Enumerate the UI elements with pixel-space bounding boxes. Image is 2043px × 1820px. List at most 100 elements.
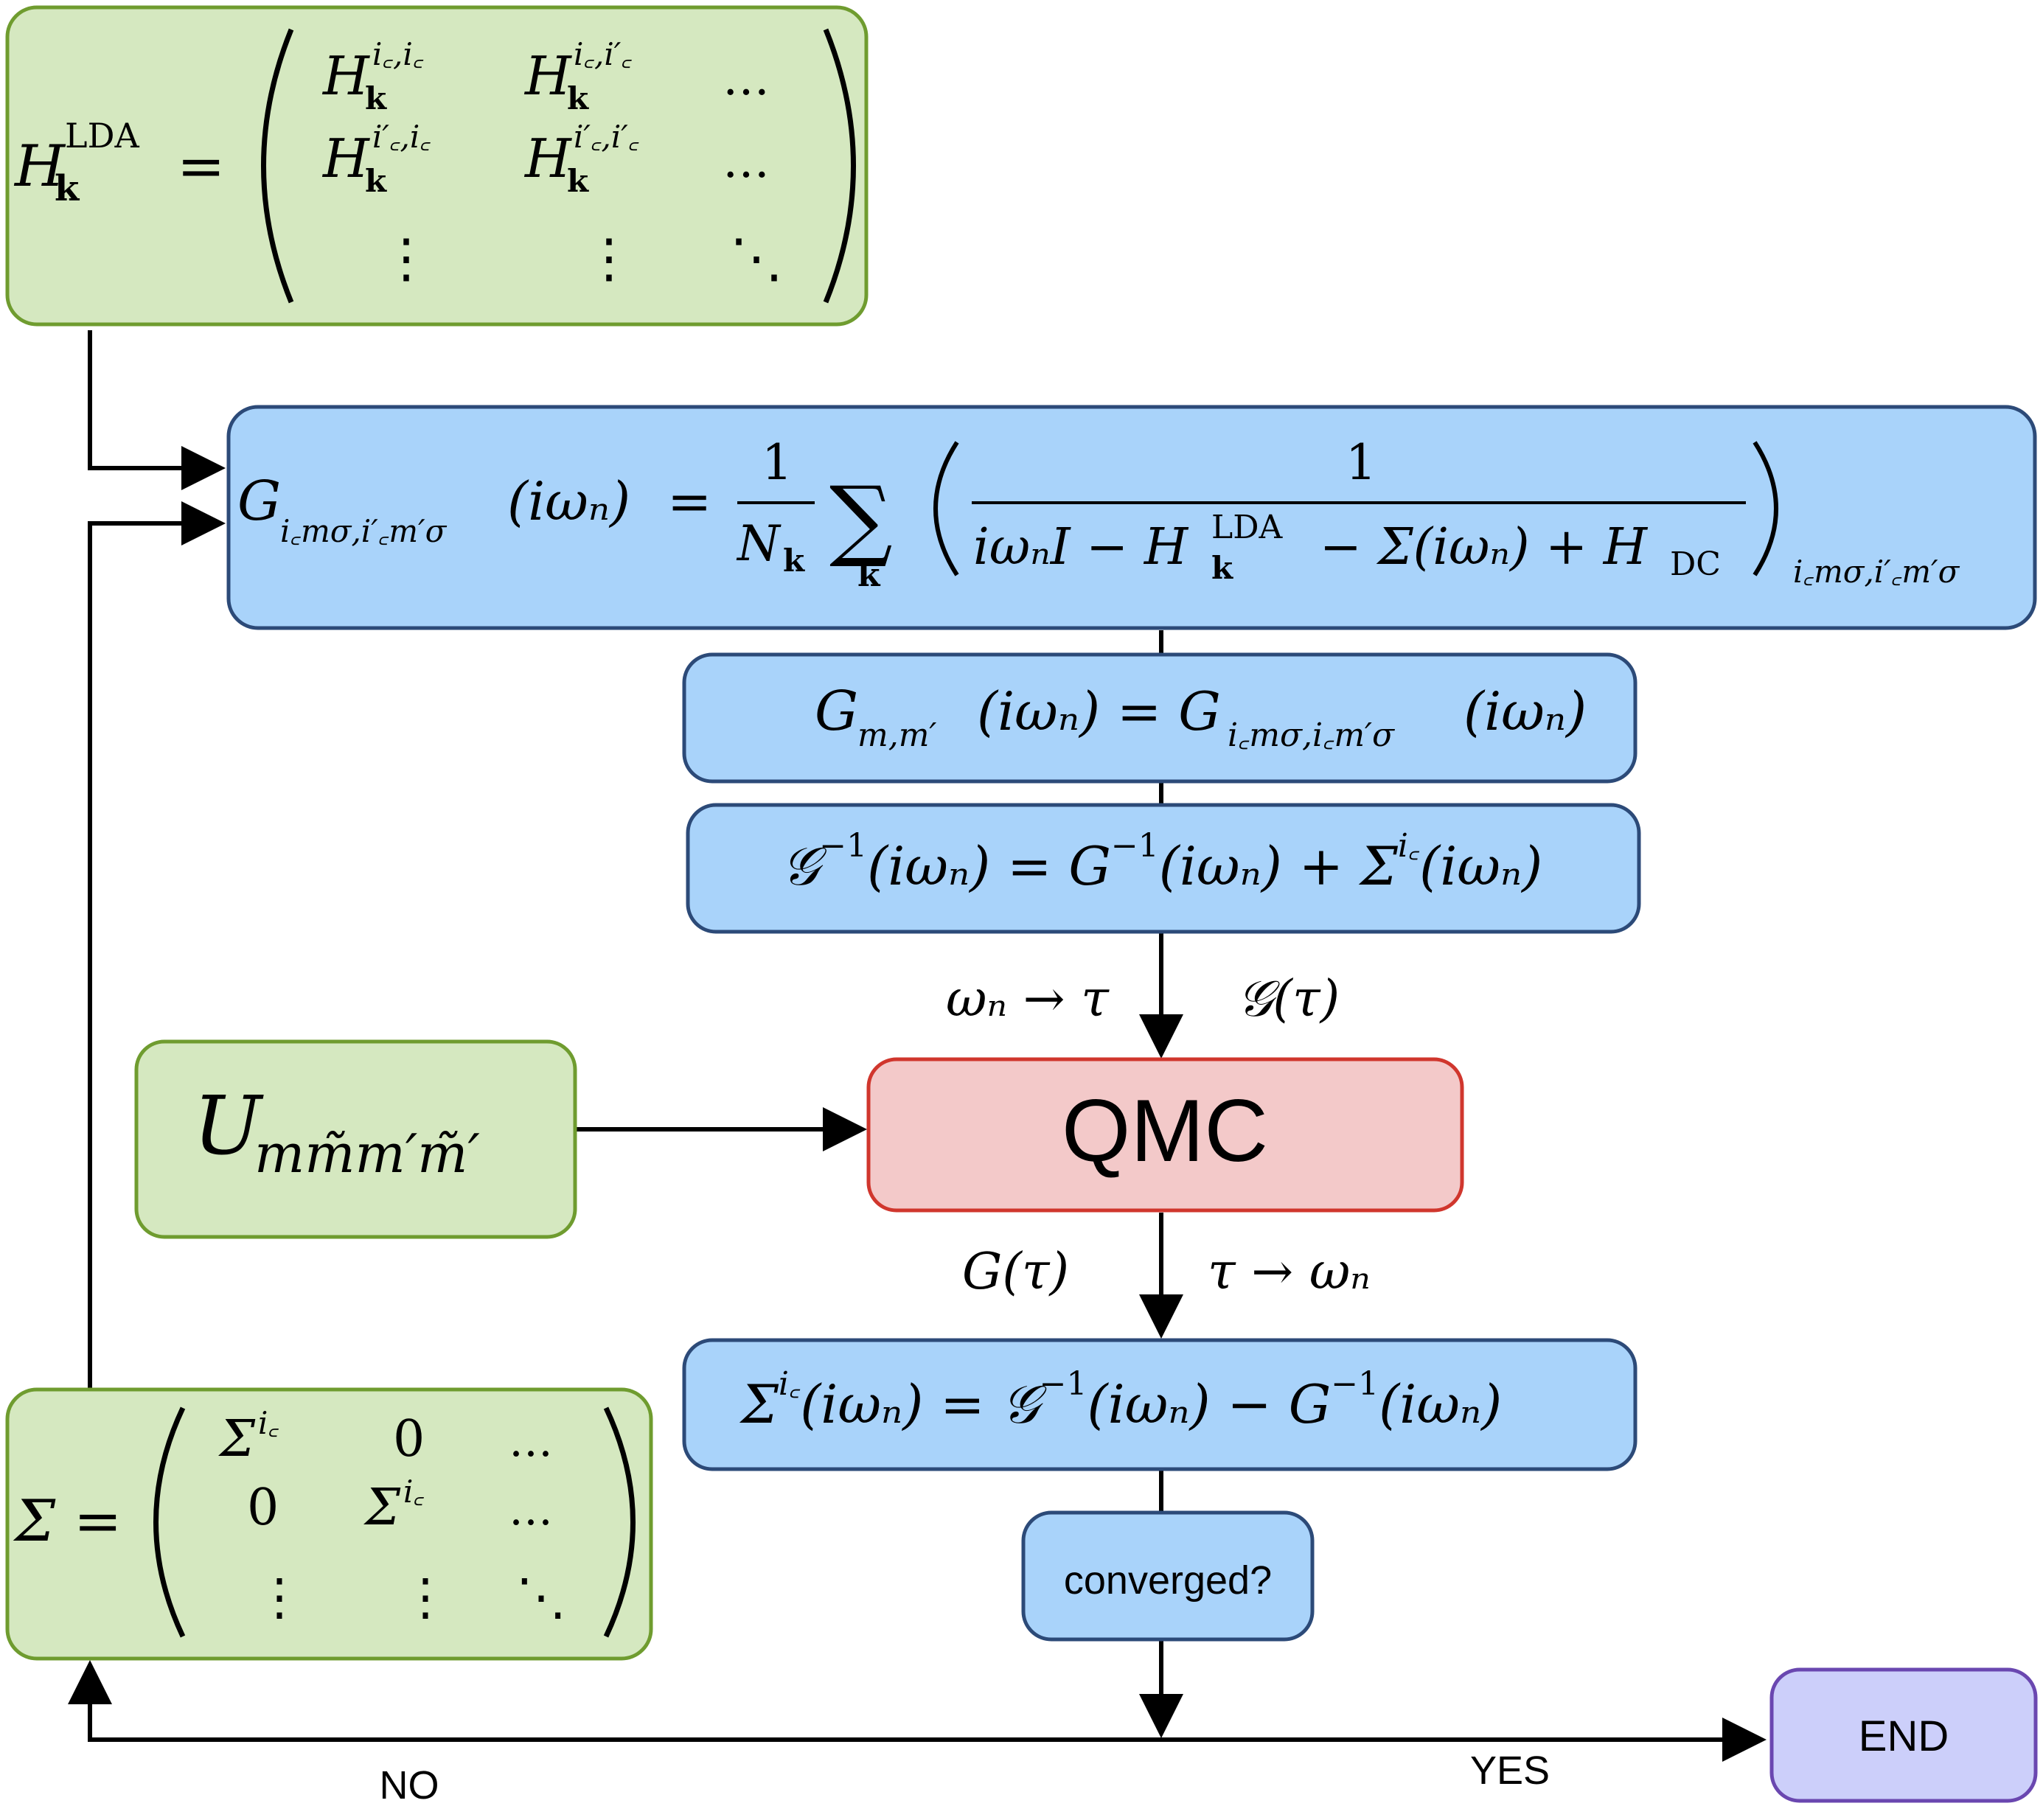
sigma-matrix-box: Σ = Σ i꜀ 0 … 0 Σ i꜀ … ⋮ ⋮ ⋱ xyxy=(5,1387,653,1661)
sigma-imp-d: (iωₙ) xyxy=(1379,1373,1502,1435)
converged-box: converged? xyxy=(1021,1510,1315,1642)
h-lda-m13: … xyxy=(723,52,770,106)
arrow-hlda-to-glattice xyxy=(88,330,226,490)
h-lda-m12-sup: i꜀,i′꜀ xyxy=(574,36,632,72)
g-bath-b: (iωₙ) = G xyxy=(867,835,1111,897)
g-local-box: G m,m′ (iωₙ) = G i꜀mσ,i꜀m′σ (iωₙ) xyxy=(682,652,1637,784)
converged-label: converged? xyxy=(1064,1558,1272,1603)
end-box: END xyxy=(1769,1667,2038,1803)
h-lda-m33: ⋱ xyxy=(730,227,783,289)
g-lattice-left-paren xyxy=(933,441,959,576)
h-lda-m11-sup: i꜀,i꜀ xyxy=(372,36,424,72)
g-lattice-lhs-arg: (iωₙ) xyxy=(507,470,630,532)
sigma-matrix-m23: … xyxy=(509,1484,553,1535)
sigma-matrix-left-paren xyxy=(153,1406,186,1638)
g-lattice-frac1-num: 1 xyxy=(762,434,793,491)
h-lda-box-bg xyxy=(5,5,869,327)
arrow-sigma-to-glattice xyxy=(88,501,226,1390)
g-local-lhs-sub: m,m′ xyxy=(857,717,936,754)
sigma-imp-b: (iωₙ) = 𝒢 xyxy=(800,1373,1047,1435)
sigma-matrix-m12: 0 xyxy=(393,1410,425,1468)
g-lattice-frac1-den: N xyxy=(736,515,782,572)
g-lattice-inner-den-dc: DC xyxy=(1670,545,1721,583)
h-lda-m21-sub: k xyxy=(365,163,387,199)
h-lda-lhs-sub: k xyxy=(55,168,80,209)
sigma-imp-box: Σi꜀(iωₙ) = 𝒢−1(iωₙ) − G−1(iωₙ) xyxy=(682,1338,1637,1471)
connectors xyxy=(68,330,1767,1762)
label-yes: YES xyxy=(1470,1748,1550,1793)
g-bath-box-bg xyxy=(686,803,1641,934)
h-lda-m32: ⋮ xyxy=(582,227,636,289)
g-bath-box: 𝒢−1(iωₙ) = G−1(iωₙ) + Σi꜀(iωₙ) xyxy=(686,803,1641,934)
g-local-lhs-arg: (iωₙ) = G xyxy=(977,680,1221,742)
g-lattice-inner-den-sup: LDA xyxy=(1211,509,1283,546)
svg-text:HLDA: HLDA xyxy=(13,116,139,200)
label-no: NO xyxy=(380,1763,439,1807)
end-box-bg xyxy=(1769,1667,2038,1803)
h-lda-m21-sup: i′꜀,i꜀ xyxy=(372,119,431,155)
sigma-imp-b-sup: −1 xyxy=(1040,1365,1087,1403)
sigma-imp-a-sup: i꜀ xyxy=(779,1365,801,1403)
g-lattice-inner-den-b: − Σ(iωₙ) + H xyxy=(1320,518,1649,576)
h-lda-m21: H xyxy=(321,128,370,189)
h-lda-m22-sup: i′꜀,i′꜀ xyxy=(574,119,639,155)
g-bath-b-sup: −1 xyxy=(1111,827,1159,865)
g-bath-c-sup: i꜀ xyxy=(1398,827,1420,865)
converged-box-bg xyxy=(1021,1510,1315,1642)
g-lattice-inner-den-sub: k xyxy=(1211,550,1233,586)
h-lda-left-paren xyxy=(261,28,294,304)
arrow-no-to-sigma xyxy=(68,1660,1161,1742)
g-lattice-sum: ∑ xyxy=(829,468,893,571)
g-lattice-box: G i꜀mσ,i′꜀m′σ (iωₙ) = 1 N k ∑ k 1 iωₙI −… xyxy=(226,405,2037,630)
g-lattice-inner-num: 1 xyxy=(1346,434,1376,491)
end-label: END xyxy=(1859,1712,1949,1760)
sigma-matrix-m21: 0 xyxy=(247,1479,279,1537)
g-lattice-outer-sub: i꜀mσ,i′꜀m′σ xyxy=(1793,554,1960,590)
sigma-imp-a: Σ xyxy=(739,1373,779,1435)
h-lda-m22: H xyxy=(523,128,572,189)
label-tau-to-omega: τ → ωₙ xyxy=(1208,1243,1371,1301)
h-lda-m12-sub: k xyxy=(567,80,589,116)
sigma-matrix-m22-sup: i꜀ xyxy=(403,1474,424,1510)
u-matrix-box: U mm̃m′m̃′ xyxy=(134,1039,577,1239)
h-lda-right-paren xyxy=(823,28,856,304)
g-bath-d: (iωₙ) xyxy=(1419,835,1542,897)
g-bath-a-sup: −1 xyxy=(819,827,867,865)
h-lda-m11: H xyxy=(321,45,370,107)
label-omega-to-tau: ωₙ → τ xyxy=(946,970,1110,1028)
g-lattice-right-paren xyxy=(1753,441,1778,576)
sigma-matrix-m11-sup: i꜀ xyxy=(258,1405,279,1441)
sigma-matrix-m22: Σ xyxy=(363,1479,401,1537)
h-lda-equals: = xyxy=(177,133,225,200)
g-lattice-lhs-sub: i꜀mσ,i′꜀m′σ xyxy=(280,513,448,549)
sigma-matrix-m33: ⋱ xyxy=(516,1569,566,1627)
h-lda-m23: … xyxy=(723,134,770,189)
h-lda-m11-sub: k xyxy=(365,80,387,116)
g-local-lhs: G xyxy=(815,680,858,743)
label-g-tau: G(τ) xyxy=(962,1243,1069,1301)
h-lda-box: HLDA k = H i꜀,i꜀ k H i꜀,i′꜀ k … H i′꜀,i꜀… xyxy=(5,5,869,327)
svg-text:𝒢−1(iωₙ) = G−1(iωₙ) + Σi꜀(iωₙ: 𝒢−1(iωₙ) = G−1(iωₙ) + Σi꜀(iωₙ) xyxy=(782,827,1542,897)
h-lda-lhs: H xyxy=(13,133,66,200)
g-lattice-frac1-den-sub: k xyxy=(783,543,805,579)
qmc-box: QMC xyxy=(866,1057,1464,1213)
label-bath-g-tau: 𝒢(τ) xyxy=(1237,970,1340,1028)
sigma-imp-c: (iωₙ) − G xyxy=(1087,1373,1332,1435)
sigma-imp-box-bg xyxy=(682,1338,1637,1471)
h-lda-lhs-sup: LDA xyxy=(65,116,139,156)
h-lda-m31: ⋮ xyxy=(380,227,433,289)
g-local-rhs-arg: (iωₙ) xyxy=(1463,680,1587,742)
sigma-matrix-right-paren xyxy=(603,1406,636,1638)
g-local-rhs-sub: i꜀mσ,i꜀m′σ xyxy=(1228,717,1396,754)
sigma-imp-c-sup: −1 xyxy=(1331,1365,1379,1403)
h-lda-m12: H xyxy=(523,45,572,107)
sigma-matrix-m11: Σ xyxy=(217,1410,256,1468)
u-matrix-sub: mm̃m′m̃′ xyxy=(254,1123,480,1185)
sigma-matrix-m13: … xyxy=(509,1415,553,1467)
qmc-box-bg xyxy=(866,1057,1464,1213)
u-matrix-box-bg xyxy=(134,1039,577,1239)
sigma-matrix-m31: ⋮ xyxy=(254,1569,304,1627)
g-lattice-equals: = xyxy=(667,470,711,532)
qmc-label: QMC xyxy=(1062,1081,1268,1180)
